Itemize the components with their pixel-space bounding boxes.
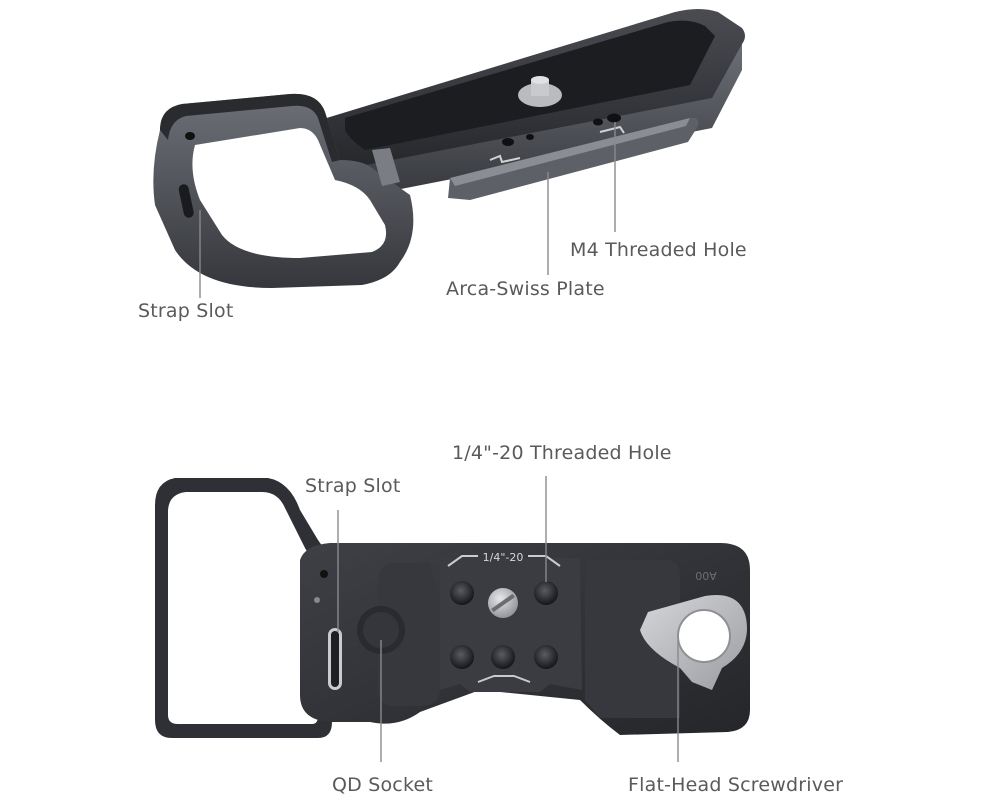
rail-marker-left — [489, 154, 521, 164]
rail-marker-right — [599, 125, 625, 134]
top-strap-slot — [178, 184, 194, 218]
grip-frame-opening — [192, 128, 387, 258]
bottom-strap-slot — [331, 631, 339, 687]
qd-socket-inner — [363, 612, 399, 648]
bottom-callout-lines — [337, 476, 679, 762]
threaded-hole-bottom-center — [491, 645, 515, 669]
callout-qd-socket: QD Socket — [332, 774, 434, 796]
center-screw-slot — [491, 593, 515, 613]
callout-m4-threaded-hole: M4 Threaded Hole — [570, 239, 747, 261]
bottom-recess-left — [378, 563, 440, 706]
frame-connector — [372, 148, 400, 186]
top-view-cage — [153, 9, 745, 289]
callout-flat-head-screwdriver: Flat-Head Screwdriver — [628, 774, 844, 796]
engraving-bottom-mark — [477, 675, 531, 683]
callout-arca-swiss-plate: Arca-Swiss Plate — [446, 278, 605, 300]
threaded-hole-bottom-left — [450, 645, 474, 669]
quarter-inch-screw-shaft — [531, 80, 549, 96]
grip-frame-top-edge — [160, 93, 340, 162]
threaded-hole-bottom-right — [534, 645, 558, 669]
arca-swiss-rail-highlight — [450, 118, 690, 186]
callout-strap-slot-bottom: Strap Slot — [305, 475, 401, 497]
quarter-twenty-threaded-hole — [534, 581, 558, 605]
frame-screw-hole — [185, 132, 195, 140]
frame-pin — [314, 597, 320, 603]
bottom-frame-opening — [168, 492, 318, 724]
model-mark: A00 — [695, 569, 717, 582]
frame-pin-hole — [320, 570, 328, 578]
screwdriver-ring-edge — [677, 609, 731, 663]
top-hole-1 — [502, 138, 514, 146]
bottom-recess-center — [440, 558, 582, 692]
top-hole-2 — [526, 134, 534, 140]
screwdriver-ring-hole — [678, 610, 730, 662]
m4-threaded-hole — [607, 113, 621, 123]
quarter-inch-screw-tip — [531, 76, 549, 84]
callout-quarter-twenty-threaded-hole: 1/4"-20 Threaded Hole — [452, 442, 672, 464]
engraving-label: 1/4"-20 — [483, 551, 524, 564]
callout-strap-slot-top: Strap Slot — [138, 300, 234, 322]
bottom-recess-right — [585, 560, 680, 718]
bottom-view-cage: 1/4"-20 A00 — [155, 478, 750, 738]
top-plate-side-edge — [330, 40, 742, 200]
top-callout-lines — [199, 122, 616, 298]
engraving-bracket-left — [447, 555, 478, 567]
top-hole-3 — [593, 118, 603, 126]
threaded-hole-top-left — [450, 581, 474, 605]
